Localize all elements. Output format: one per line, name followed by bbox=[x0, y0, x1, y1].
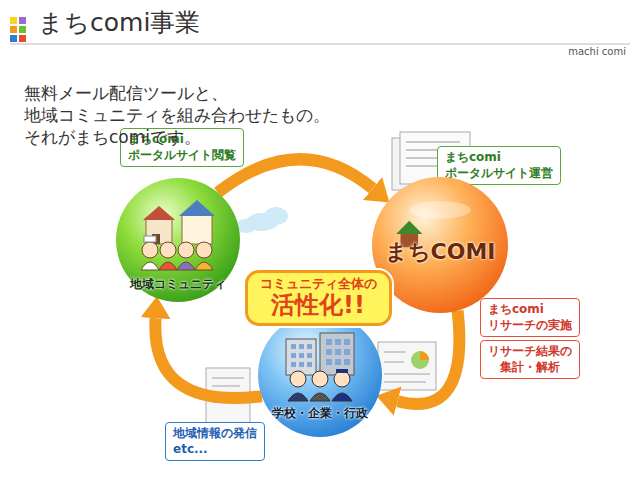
callout-box: まちcomi リサーチの実施 bbox=[480, 298, 580, 337]
cycle-arrow bbox=[398, 311, 460, 404]
community-sphere: 地域コミュニティ bbox=[116, 178, 240, 302]
brand-label: machi comi bbox=[568, 46, 626, 57]
node-text: 地域コミュニティ bbox=[116, 178, 240, 293]
node-text: リサーチ結果の 集計・解析 bbox=[488, 344, 572, 375]
node-text: 学校・企業・行政 bbox=[258, 313, 382, 422]
organisation-sphere: 学校・企業・行政 bbox=[258, 313, 382, 437]
title-rule bbox=[10, 44, 630, 45]
highlight-badge: コミュニティ全体の活性化!! bbox=[245, 270, 392, 327]
cycle-arrow bbox=[155, 318, 261, 398]
title-icon bbox=[10, 17, 26, 42]
badge-text: 活性化!! bbox=[260, 292, 377, 320]
node-text: まちcomi リサーチの実施 bbox=[488, 302, 572, 333]
node-text: 地域情報の発信 etc... bbox=[173, 426, 257, 457]
badge-heading: コミュニティ全体の bbox=[260, 277, 377, 292]
callout-box: 地域情報の発信 etc... bbox=[165, 422, 265, 461]
node-text: まちcomi ポータルサイト運営 bbox=[445, 150, 553, 181]
cloud bbox=[236, 207, 288, 233]
callout-box: リサーチ結果の 集計・解析 bbox=[480, 340, 580, 379]
node-text: まちCOMI bbox=[372, 177, 508, 267]
machicomi-sphere: まちCOMI bbox=[372, 177, 508, 313]
subtitle-text: 無料メール配信ツールと、地域コミュニティを組み合わせたもの。 それがまちcomi… bbox=[24, 82, 330, 148]
page-title: まちcomi事業 bbox=[38, 6, 200, 39]
